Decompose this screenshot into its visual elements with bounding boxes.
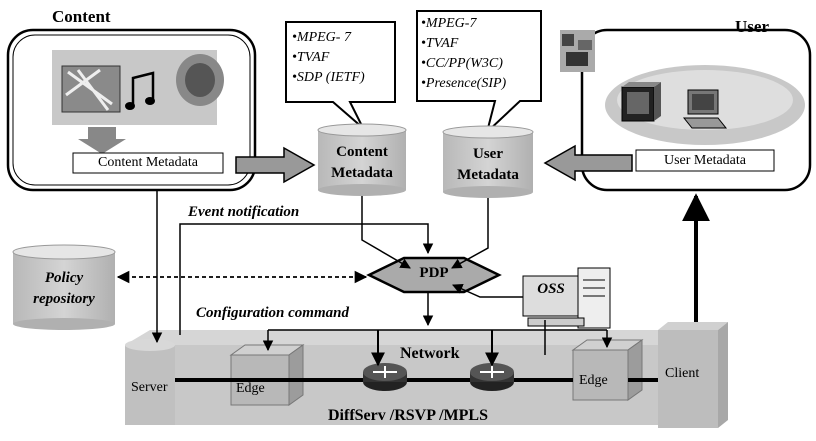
user-title: User: [735, 17, 769, 36]
router-icon: [363, 363, 407, 391]
tv-icon: [621, 82, 661, 122]
edge-left-label: Edge: [236, 381, 265, 396]
user-bubble-item: •Presence(SIP): [421, 76, 507, 91]
client-label: Client: [665, 366, 700, 381]
content-title: Content: [52, 7, 111, 26]
user-bubble-item: •MPEG-7: [421, 16, 477, 31]
user-metadata-box-label: User Metadata: [663, 153, 747, 168]
content-panel: [6, 28, 257, 192]
pdp-label: PDP: [419, 265, 449, 281]
oss-workstation: [522, 267, 611, 329]
configuration-command-label: Configuration command: [196, 305, 349, 321]
user-bubble: [416, 10, 542, 136]
music-note-icon: [125, 71, 155, 110]
content-metadata-store: [317, 123, 407, 196]
network-footer-label: DiffServ /RSVP /MPLS: [328, 407, 488, 424]
content-to-store-arrow: [235, 146, 316, 184]
user-bubble-item: •CC/PP(W3C): [421, 56, 503, 71]
oss-label: OSS: [537, 281, 565, 297]
content-metadata-box-label: Content Metadata: [98, 155, 198, 170]
router-icon: [470, 363, 514, 391]
content-bubble-item: •MPEG- 7: [292, 30, 351, 45]
user-bubble-item: •TVAF: [421, 36, 459, 51]
user-to-store-arrow: [543, 144, 633, 182]
content-metadata-store-label: Content Metadata: [331, 144, 393, 181]
computer-icon: [682, 89, 728, 129]
edge-right-cube: [571, 339, 644, 401]
user-metadata-store-label: User Metadata: [457, 146, 519, 183]
policy-repository-label: Policy repository: [33, 270, 95, 307]
user-metadata-store: [442, 125, 534, 198]
client-box: [658, 322, 728, 428]
content-bubble: [285, 21, 396, 129]
policy-repository-store: [12, 244, 116, 330]
server-label: Server: [131, 380, 168, 395]
user-bubble-text: •MPEG-7 •TVAF •CC/PP(W3C) •Presence(SIP): [421, 14, 506, 94]
content-bubble-item: •TVAF: [292, 50, 330, 65]
network-label: Network: [400, 345, 460, 362]
edge-right-label: Edge: [579, 373, 608, 388]
content-bubble-text: •MPEG- 7 •TVAF •SDP (IETF): [292, 28, 365, 88]
event-notification-label: Event notification: [188, 204, 300, 220]
server-box: [125, 339, 175, 425]
collage-icon: [560, 30, 595, 72]
content-bubble-item: •SDP (IETF): [292, 70, 365, 85]
